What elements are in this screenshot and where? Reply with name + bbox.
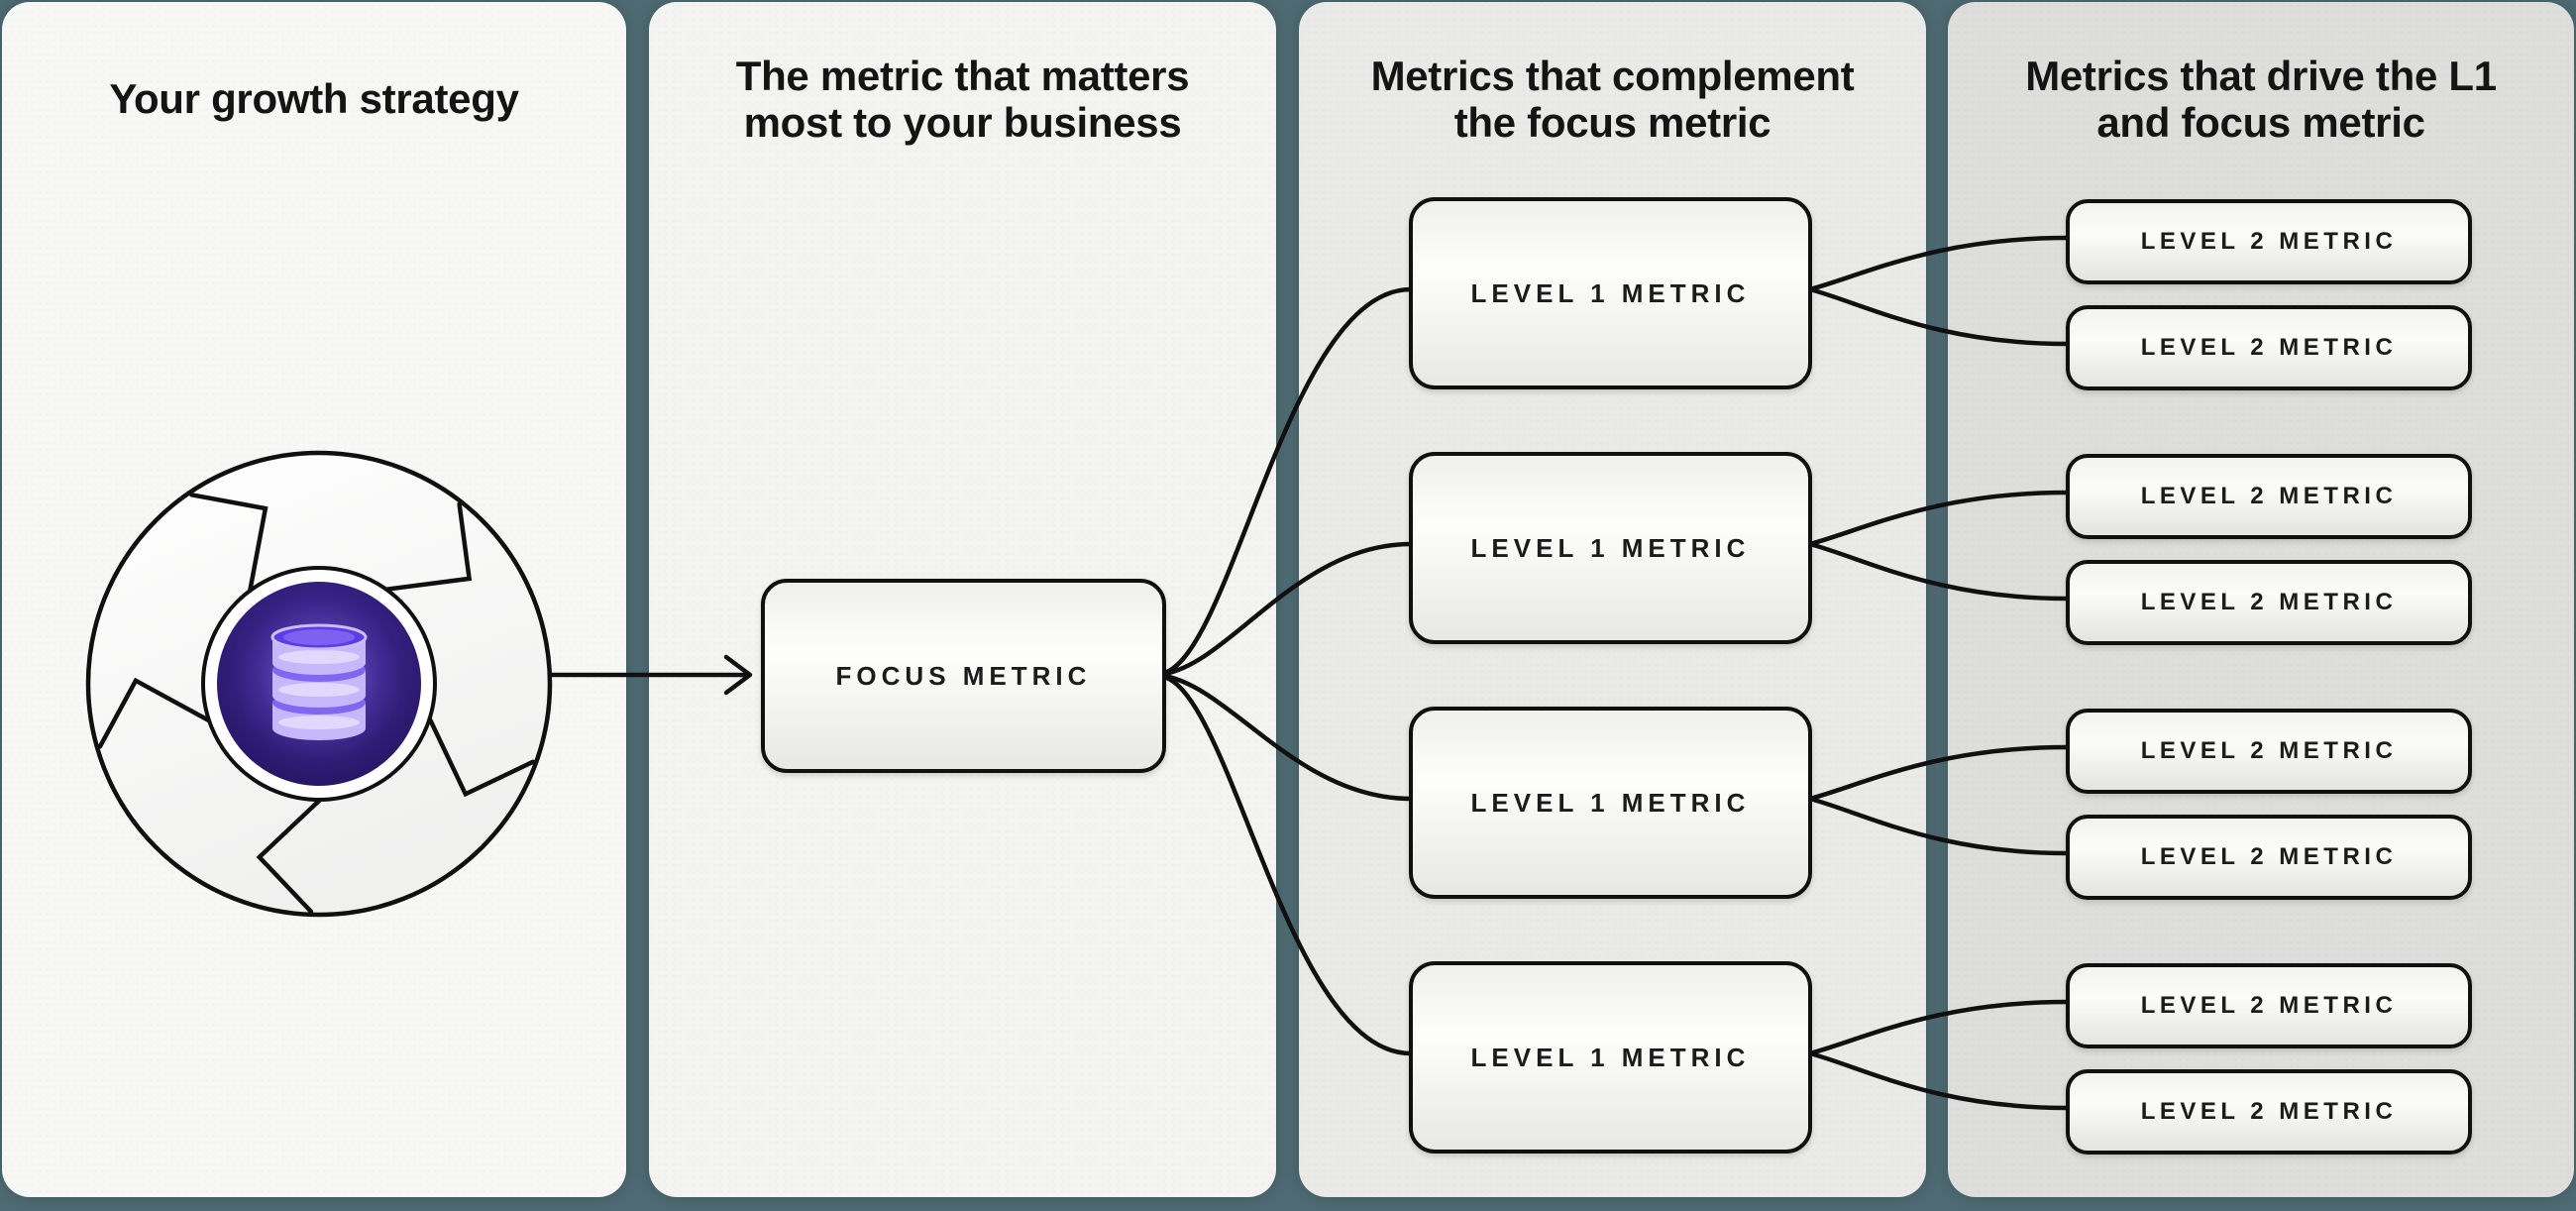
level1-to-level2-connectors [1807, 235, 2071, 1111]
panel-title-line: the focus metric [1453, 99, 1771, 146]
level2-metric-label: LEVEL 2 METRIC [2140, 228, 2398, 255]
level2-metric-label: LEVEL 2 METRIC [2140, 992, 2398, 1019]
level1-metric-box: LEVEL 1 METRIC [1409, 961, 1812, 1154]
panel-title-growth-strategy: Your growth strategy [2, 42, 626, 157]
panel-title-line: Your growth strategy [109, 75, 519, 123]
level2-metric-label: LEVEL 2 METRIC [2140, 334, 2398, 361]
level2-metric-box: LEVEL 2 METRIC [2066, 560, 2472, 645]
focus-to-level1-connectors [1161, 286, 1414, 1056]
database-cylinders-icon [236, 597, 402, 763]
panel-title-level2: Metrics that drive the L1 and focus metr… [1948, 42, 2574, 157]
panel-title-line: Metrics that complement [1370, 52, 1855, 99]
right-arrow-icon [549, 654, 753, 696]
level2-metric-label: LEVEL 2 METRIC [2140, 737, 2398, 764]
focus-metric-box: FOCUS METRIC [761, 579, 1166, 773]
level2-metric-box: LEVEL 2 METRIC [2066, 199, 2472, 284]
level2-metric-box: LEVEL 2 METRIC [2066, 1069, 2472, 1155]
panel-title-line: most to your business [743, 99, 1182, 146]
level2-metric-box: LEVEL 2 METRIC [2066, 815, 2472, 900]
panel-title-focus-metric: The metric that matters most to your bus… [649, 42, 1276, 157]
panel-title-level1: Metrics that complement the focus metric [1299, 42, 1926, 157]
panel-title-line: Metrics that drive the L1 [2025, 52, 2497, 99]
level2-metric-label: LEVEL 2 METRIC [2140, 1098, 2398, 1125]
flywheel-icon [85, 450, 553, 918]
level1-metric-box: LEVEL 1 METRIC [1409, 707, 1812, 899]
flywheel-blades [97, 493, 536, 915]
level1-metric-label: LEVEL 1 METRIC [1470, 277, 1751, 308]
panel-title-line: The metric that matters [735, 52, 1190, 99]
level2-metric-box: LEVEL 2 METRIC [2066, 305, 2472, 390]
level1-metric-box: LEVEL 1 METRIC [1409, 452, 1812, 644]
level2-metric-box: LEVEL 2 METRIC [2066, 454, 2472, 539]
focus-metric-label: FOCUS METRIC [835, 660, 1092, 691]
level2-metric-box: LEVEL 2 METRIC [2066, 963, 2472, 1048]
level1-metric-label: LEVEL 1 METRIC [1470, 787, 1751, 818]
level1-metric-box: LEVEL 1 METRIC [1409, 197, 1812, 389]
panel-title-line: and focus metric [2096, 99, 2425, 146]
level1-metric-label: LEVEL 1 METRIC [1470, 1042, 1751, 1072]
level2-metric-box: LEVEL 2 METRIC [2066, 709, 2472, 794]
level1-metric-label: LEVEL 1 METRIC [1470, 532, 1751, 563]
level2-metric-label: LEVEL 2 METRIC [2140, 843, 2398, 870]
level2-metric-label: LEVEL 2 METRIC [2140, 589, 2398, 615]
level2-metric-label: LEVEL 2 METRIC [2140, 483, 2398, 509]
